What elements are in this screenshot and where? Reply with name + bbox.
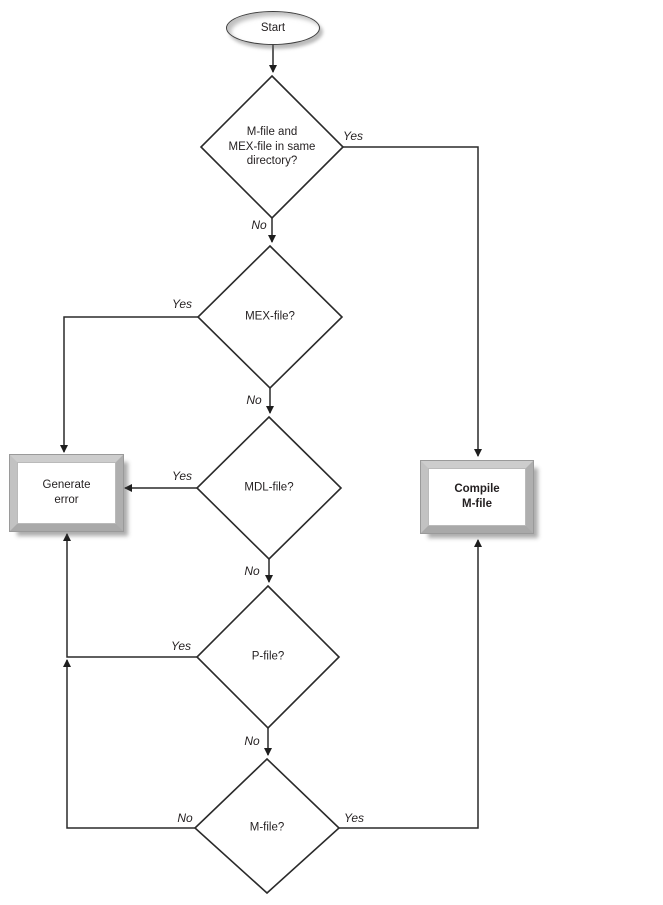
edge-same-directory-yes bbox=[343, 146, 482, 457]
edge-label-mdl-file-no: No bbox=[244, 564, 260, 578]
process-generate-error-label: Generate error bbox=[42, 479, 91, 506]
edge-label-p-file-no: No bbox=[244, 734, 260, 748]
start-terminator: Start bbox=[226, 11, 320, 45]
edge-mex-file-yes bbox=[60, 316, 198, 453]
edge-m-file-yes bbox=[339, 539, 482, 829]
edge-label-mex-file-yes: Yes bbox=[171, 297, 193, 311]
start-label: Start bbox=[260, 22, 286, 34]
edge-label-same-directory-no: No bbox=[251, 218, 267, 232]
edge-p-file-yes bbox=[63, 533, 197, 658]
decision-mex-file-diamond bbox=[196, 244, 344, 390]
decision-p-file-diamond bbox=[195, 584, 341, 730]
edge-label-mex-file-no: No bbox=[246, 393, 262, 407]
decision-mex-file-label: MEX-file? bbox=[245, 310, 295, 323]
decision-m-file-label: M-file? bbox=[249, 821, 285, 834]
decision-p-file-label: P-file? bbox=[251, 650, 285, 663]
process-compile-m-file-label: Compile M-file bbox=[454, 483, 500, 510]
decision-same-directory-diamond bbox=[199, 74, 345, 220]
edge-label-same-directory-yes: Yes bbox=[342, 129, 364, 143]
decision-same-directory-label: M-file and MEX-file in same directory? bbox=[228, 125, 316, 168]
edge-label-p-file-yes: Yes bbox=[170, 639, 192, 653]
process-generate-error: Generate error bbox=[9, 454, 124, 532]
decision-mdl-file-diamond bbox=[195, 415, 343, 561]
edge-m-file-no bbox=[63, 659, 195, 829]
decision-m-file-diamond bbox=[193, 757, 341, 895]
process-compile-m-file: Compile M-file bbox=[420, 460, 534, 534]
edge-label-mdl-file-yes: Yes bbox=[171, 469, 193, 483]
edge-label-m-file-yes: Yes bbox=[343, 811, 365, 825]
edge-label-m-file-no: No bbox=[177, 811, 193, 825]
decision-mdl-file-label: MDL-file? bbox=[244, 481, 294, 494]
